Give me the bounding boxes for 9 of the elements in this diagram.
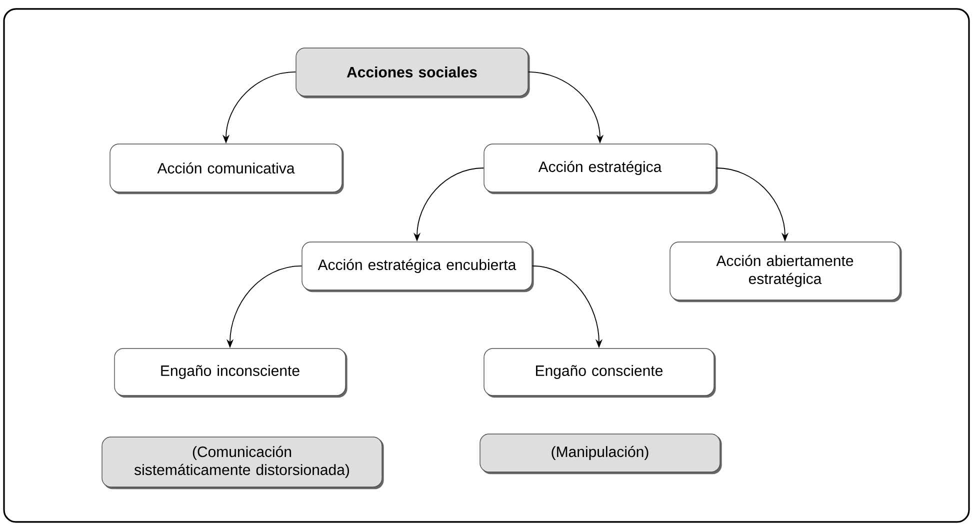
process-box: Engaño inconsciente (114, 348, 348, 398)
process-box: Acciones sociales (296, 48, 530, 98)
process-box: Acción comunicativa (110, 144, 344, 194)
process-box: Acción estratégica encubierta (302, 242, 534, 292)
process-box: Engaño consciente (484, 348, 716, 398)
process-box: Acción abiertamente estratégica (670, 242, 902, 302)
process-box: (Comunicación sistemáticamente distorsionada) (102, 436, 384, 490)
process-box: (Manipulación) (480, 434, 722, 474)
process-box: Acción estratégica (484, 144, 718, 194)
